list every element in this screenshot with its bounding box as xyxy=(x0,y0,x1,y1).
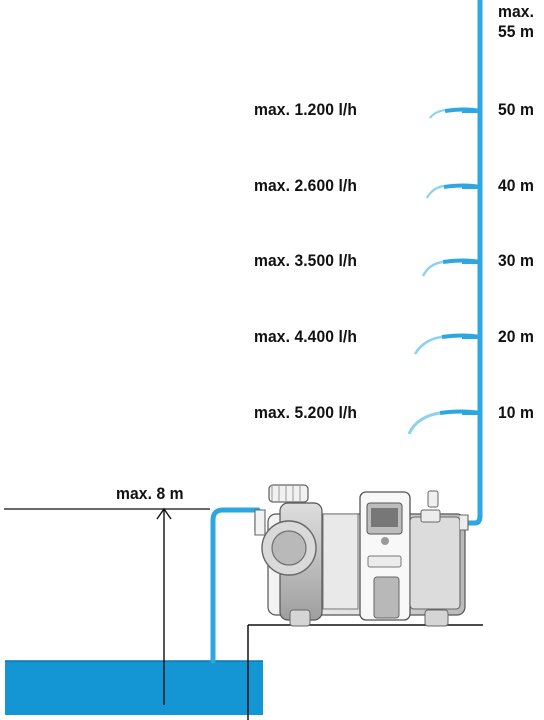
pump-icon xyxy=(254,484,469,627)
suction-pipe xyxy=(210,507,261,664)
height-label-40m: 40 m xyxy=(498,176,535,195)
max-height-line-1: max. xyxy=(498,2,535,21)
height-label-30m: 30 m xyxy=(498,251,535,270)
max-height-line-2: 55 m xyxy=(498,22,535,41)
control-panel-icon xyxy=(359,491,411,621)
flow-label-20m: max. 4.400 l/h xyxy=(254,327,358,346)
pressure-pipe xyxy=(460,0,483,526)
height-label-10m: 10 m xyxy=(498,403,535,422)
height-marker-50 xyxy=(429,107,481,119)
height-marker-10 xyxy=(407,409,481,435)
flow-label-50m: max. 1.200 l/h xyxy=(254,100,358,119)
flow-label-10m: max. 5.200 l/h xyxy=(254,403,358,422)
height-label-50m: 50 m xyxy=(498,100,535,119)
height-marker-40 xyxy=(426,183,481,199)
suction-level-lines xyxy=(4,507,210,705)
suction-height-label: max. 8 m xyxy=(116,484,184,503)
max-height-label: max. 55 m xyxy=(498,2,534,42)
flow-label-30m: max. 3.500 l/h xyxy=(254,251,358,270)
height-marker-30 xyxy=(421,258,481,277)
water-reservoir xyxy=(5,660,263,715)
height-label-20m: 20 m xyxy=(498,327,535,346)
flow-label-40m: max. 2.600 l/h xyxy=(254,176,358,195)
ground-platform xyxy=(247,624,483,720)
height-markers xyxy=(407,107,481,435)
height-marker-20 xyxy=(413,333,481,355)
